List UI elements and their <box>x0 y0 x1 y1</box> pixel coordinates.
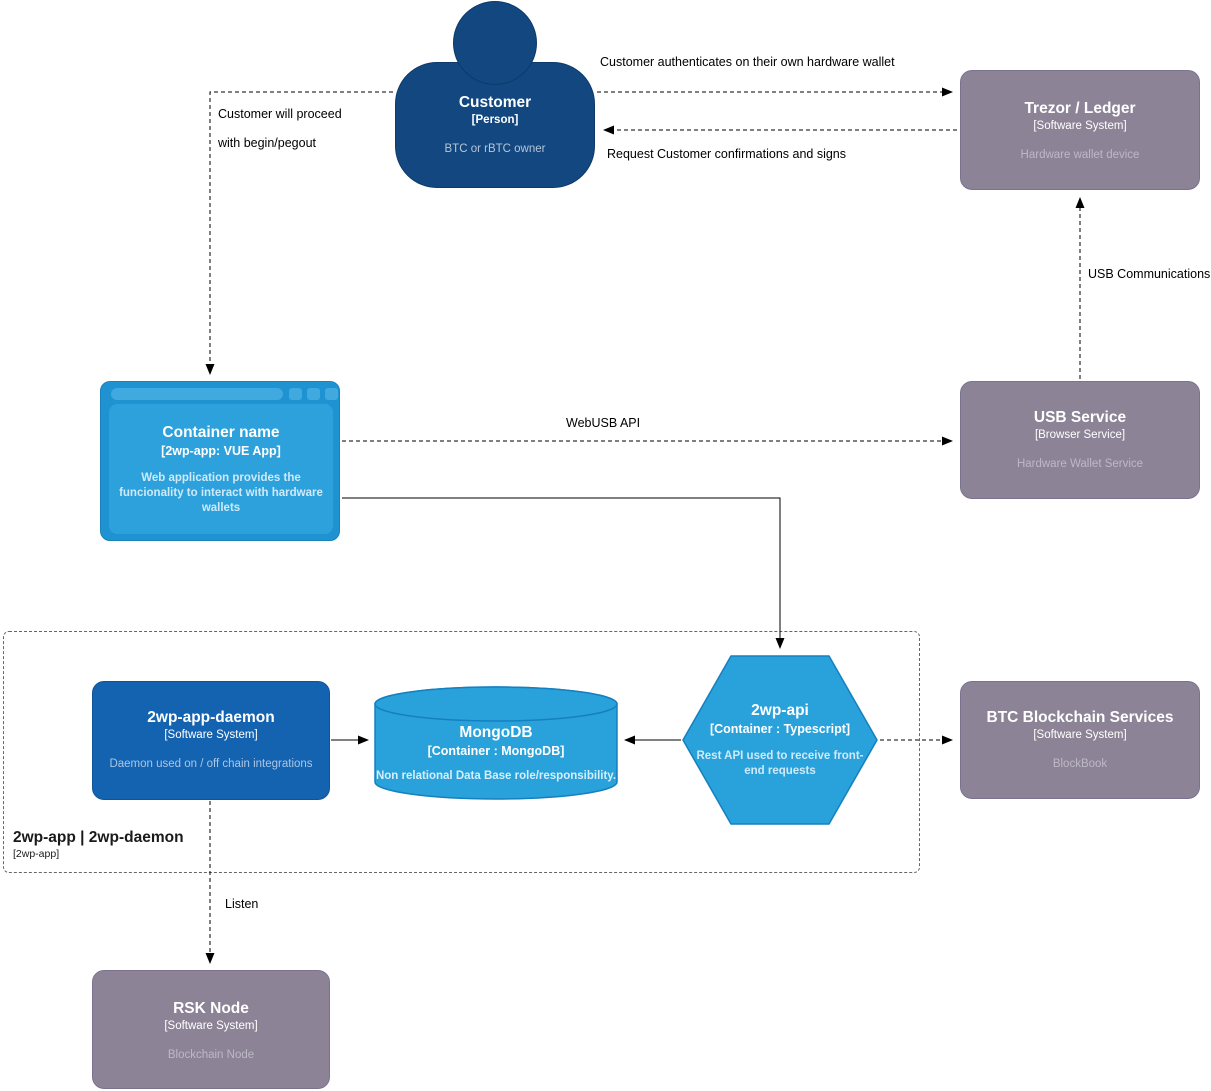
edge-proceed <box>205 91 393 375</box>
node-customer-desc: BTC or rBTC owner <box>444 142 546 155</box>
node-mongo-type: [Container : MongoDB] <box>427 743 565 758</box>
node-customer-type: [Person] <box>471 113 519 126</box>
node-trezor-type: [Software System] <box>1033 119 1127 132</box>
node-webapp-title: Container name <box>162 424 280 441</box>
node-btc-desc: BlockBook <box>1052 757 1108 770</box>
node-trezor-desc: Hardware wallet device <box>1020 148 1140 161</box>
node-btc-blockchain-services: BTC Blockchain Services [Software System… <box>960 681 1200 799</box>
node-usb-title: USB Service <box>1033 409 1127 426</box>
node-btc-type: [Software System] <box>1033 728 1127 741</box>
node-2wp-api: 2wp-api [Container : Typescript] Rest AP… <box>682 655 878 825</box>
customer-person-head <box>453 1 537 85</box>
node-daemon-desc: Daemon used on / off chain integrations <box>109 757 313 770</box>
node-customer: Customer [Person] BTC or rBTC owner <box>395 62 595 188</box>
node-daemon-type: [Software System] <box>164 728 258 741</box>
node-usb-desc: Hardware Wallet Service <box>1016 457 1144 470</box>
edge-label-listen: Listen <box>225 897 259 911</box>
node-usb-type: [Browser Service] <box>1034 428 1126 441</box>
node-webapp-desc: Web application provides the funcionalit… <box>119 471 323 514</box>
node-rsk-node: RSK Node [Software System] Blockchain No… <box>92 970 330 1089</box>
node-2wp-app-daemon: 2wp-app-daemon [Software System] Daemon … <box>92 681 330 800</box>
node-webapp-container: Container name [2wp-app: VUE App] Web ap… <box>100 381 340 541</box>
node-api-desc: Rest API used to receive front-end reque… <box>696 749 864 777</box>
edge-label-auth: Customer authenticates on their own hard… <box>600 55 895 69</box>
hexagon-shape <box>682 655 878 825</box>
edge-label-webusb: WebUSB API <box>566 416 641 430</box>
node-trezor-title: Trezor / Ledger <box>1024 100 1136 117</box>
browser-content: Container name [2wp-app: VUE App] Web ap… <box>109 404 333 534</box>
browser-button-3 <box>325 388 338 400</box>
boundary-title: 2wp-app | 2wp-daemon <box>13 829 184 846</box>
browser-address-bar <box>111 388 283 400</box>
browser-button-2 <box>307 388 320 400</box>
node-rsk-desc: Blockchain Node <box>167 1048 255 1061</box>
node-customer-title: Customer <box>458 94 532 111</box>
boundary-type: [2wp-app] <box>13 848 60 860</box>
cylinder-shape <box>374 686 618 800</box>
boundary-2wp-app: 2wp-app | 2wp-daemon [2wp-app] <box>3 631 920 873</box>
node-mongo-title: MongoDB <box>459 724 533 741</box>
node-mongo-desc: Non relational Data Base role/responsibi… <box>375 769 617 782</box>
node-api-title: 2wp-api <box>751 702 809 719</box>
edge-label-proceed-line1: Customer will proceed <box>218 107 342 121</box>
node-mongodb: MongoDB [Container : MongoDB] Non relati… <box>374 686 618 800</box>
node-trezor-ledger: Trezor / Ledger [Software System] Hardwa… <box>960 70 1200 190</box>
node-btc-title: BTC Blockchain Services <box>986 709 1174 726</box>
node-rsk-title: RSK Node <box>173 1000 249 1017</box>
node-daemon-title: 2wp-app-daemon <box>147 709 275 726</box>
node-usb-service: USB Service [Browser Service] Hardware W… <box>960 381 1200 499</box>
node-webapp-type: [2wp-app: VUE App] <box>161 443 281 458</box>
browser-button-1 <box>289 388 302 400</box>
edge-label-confirm: Request Customer confirmations and signs <box>607 147 847 161</box>
edge-label-usbcomm: USB Communications <box>1088 267 1211 281</box>
edge-app-api <box>342 497 785 649</box>
boundary-label: 2wp-app | 2wp-daemon [2wp-app] <box>13 829 184 860</box>
node-api-type: [Container : Typescript] <box>709 721 851 736</box>
node-rsk-type: [Software System] <box>164 1019 258 1032</box>
edge-label-proceed-line2: with begin/pegout <box>218 136 316 150</box>
